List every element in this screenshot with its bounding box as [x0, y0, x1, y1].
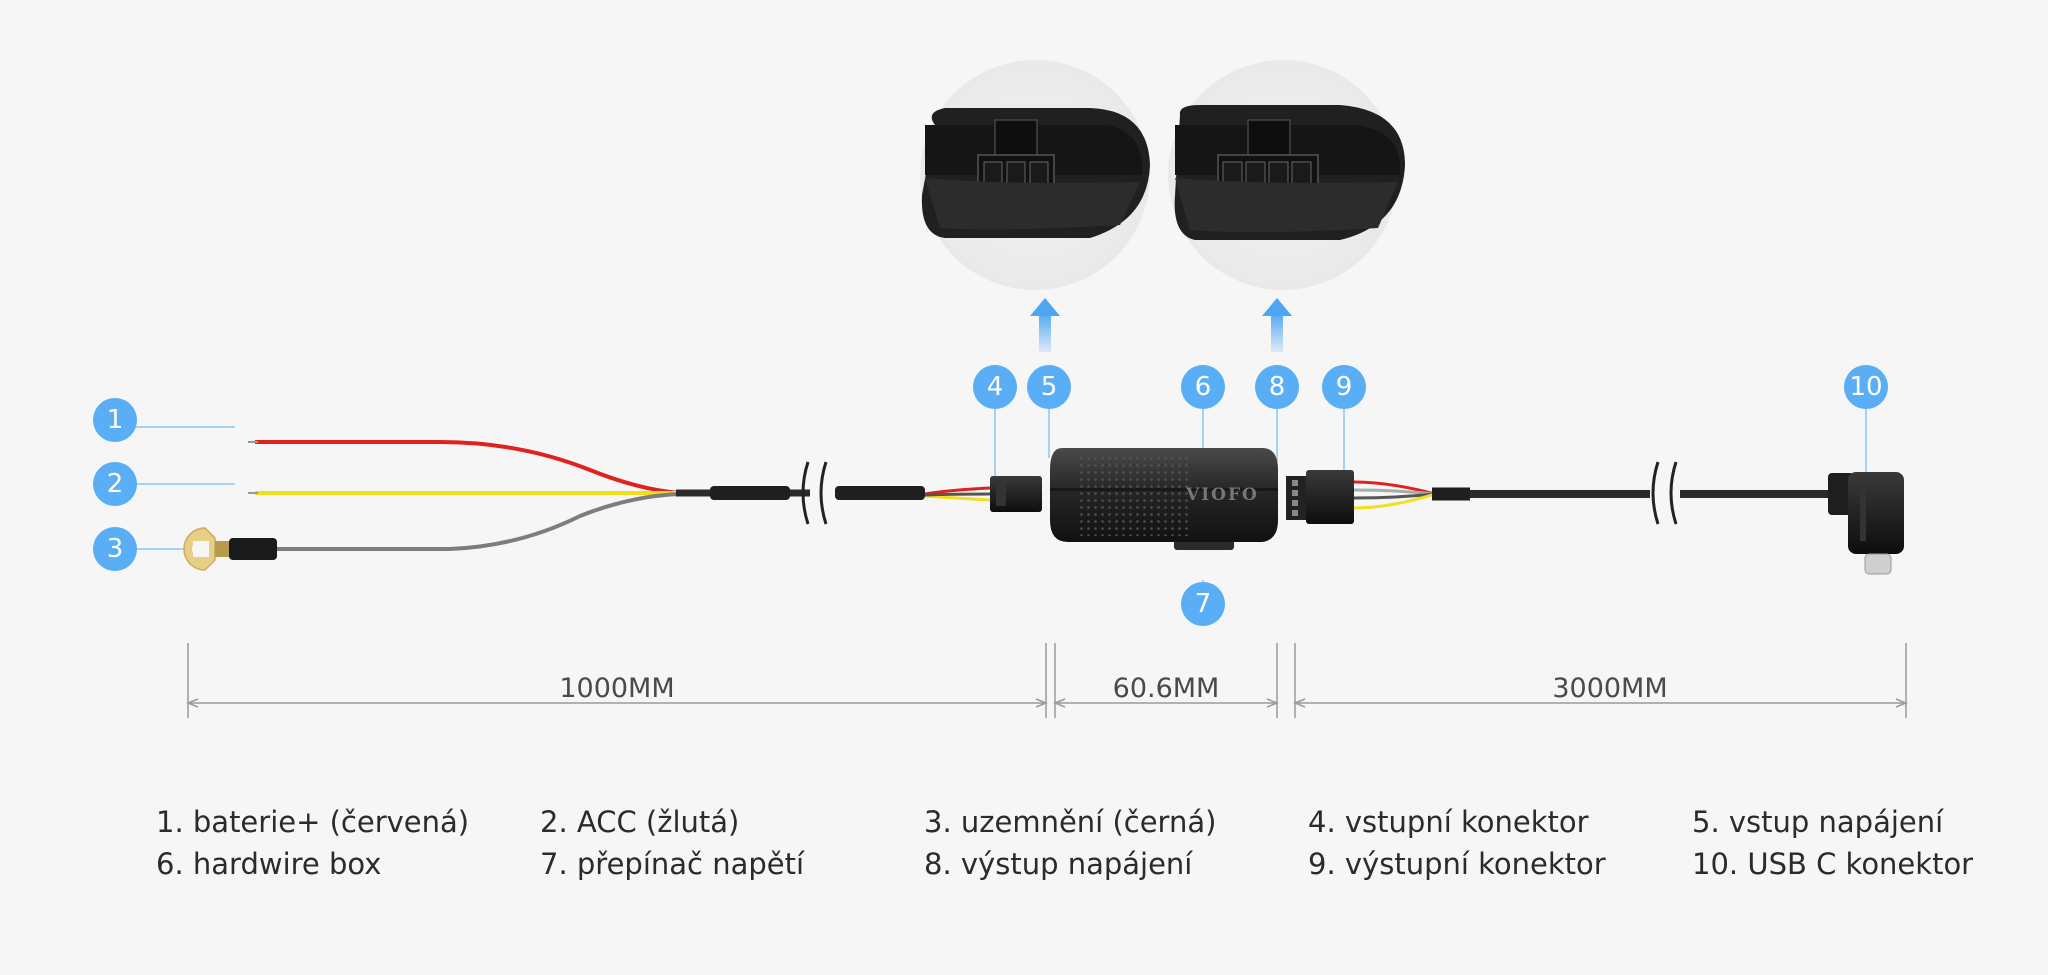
callout-number: 6 — [1195, 372, 1212, 402]
brand-logo: VIOFO — [1185, 485, 1259, 505]
ring-terminal — [183, 527, 277, 571]
legend-item: 7. přepínač napětí — [540, 847, 805, 881]
up-arrow-icon — [1030, 298, 1060, 352]
legend-item: 5. vstup napájení — [1692, 805, 1944, 839]
legend-item: 4. vstupní konektor — [1308, 805, 1589, 839]
callout-7: 7 — [1181, 582, 1225, 626]
callout-10: 10 — [1844, 365, 1888, 409]
callout-number: 8 — [1269, 372, 1286, 402]
callout-number: 10 — [1849, 372, 1882, 402]
input-connector — [990, 476, 1042, 512]
callout-5: 5 — [1027, 365, 1071, 409]
parts-legend: 1. baterie+ (červená) 2. ACC (žlutá) 3. … — [156, 805, 2006, 881]
output-connector — [1286, 470, 1354, 524]
input-connector-detail — [920, 60, 1150, 290]
cable-break-right — [1651, 461, 1678, 525]
callout-6: 6 — [1181, 365, 1225, 409]
legend-item: 8. výstup napájení — [924, 847, 1193, 881]
callout-number: 5 — [1041, 372, 1058, 402]
callout-number: 9 — [1336, 372, 1353, 402]
callout-number: 3 — [107, 534, 124, 564]
dimension-lines — [185, 643, 1909, 718]
legend-item: 10. USB C konektor — [1692, 847, 1974, 881]
legend-item: 1. baterie+ (červená) — [156, 805, 470, 839]
callout-number: 7 — [1195, 589, 1212, 619]
callout-number: 4 — [987, 372, 1004, 402]
callout-4: 4 — [973, 365, 1017, 409]
callout-number: 2 — [107, 469, 124, 499]
legend-item: 3. uzemnění (černá) — [924, 805, 1217, 839]
dimension-label-box: 60.6MM — [1113, 673, 1220, 704]
hardwire-box: VIOFO — [1050, 448, 1278, 550]
callout-1: 1 — [93, 398, 137, 442]
dimension-label-output-cable: 3000MM — [1552, 673, 1667, 704]
callout-8: 8 — [1255, 365, 1299, 409]
cable-break-left — [801, 461, 828, 525]
output-connector-detail — [1168, 60, 1405, 290]
wire-harness-left — [248, 440, 991, 551]
legend-item: 6. hardwire box — [156, 847, 382, 881]
dimension-label-input-cable: 1000MM — [559, 673, 674, 704]
legend-item: 9. výstupní konektor — [1308, 847, 1606, 881]
legend-item: 2. ACC (žlutá) — [540, 805, 740, 839]
callout-3: 3 — [93, 527, 137, 571]
callout-2: 2 — [93, 462, 137, 506]
up-arrow-icon — [1262, 298, 1292, 352]
callout-9: 9 — [1322, 365, 1366, 409]
callout-leaders — [133, 407, 1867, 600]
callout-number: 1 — [107, 405, 124, 435]
usb-c-connector — [1828, 472, 1904, 575]
wire-harness-right — [1353, 480, 1830, 510]
